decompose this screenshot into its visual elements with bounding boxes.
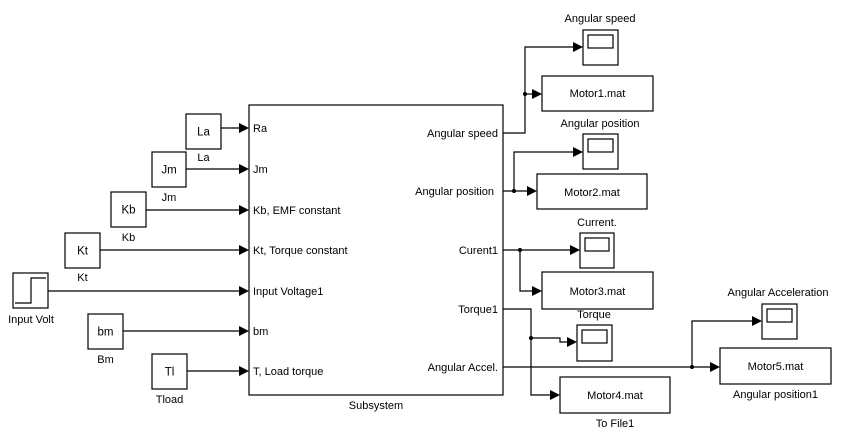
step-icon [15, 277, 46, 304]
scope-screen-icon [766, 308, 793, 323]
constant-value: bm [98, 327, 114, 339]
step-block-input-volt[interactable]: Input Volt [8, 272, 54, 326]
scope-screen-icon [584, 237, 610, 252]
input-port-input-voltage: Input Voltage1 [253, 286, 323, 298]
scope-screen-icon [587, 34, 614, 49]
block-label: Angular Acceleration [728, 287, 829, 299]
file-name: Motor2.mat [564, 187, 620, 199]
subsystem-block[interactable]: Subsystem Ra Jm Kb, EMF constant Kt, Tor… [248, 104, 504, 412]
input-port-load-torque: T, Load torque [253, 366, 323, 378]
block-label: Angular position [561, 118, 640, 130]
wires-torque [503, 308, 577, 400]
scope-angular-speed[interactable]: Angular speed [565, 13, 636, 66]
block-label: Tload [156, 394, 184, 406]
block-label: La [197, 152, 210, 164]
constant-value: Tl [165, 367, 175, 379]
scope-angular-position[interactable]: Angular position [561, 118, 640, 170]
block-label: Angular speed [565, 13, 636, 25]
to-file-motor3[interactable]: Motor3.mat [541, 271, 654, 310]
wires-angular-position [503, 147, 583, 196]
constant-value: Kt [77, 246, 89, 258]
block-label: Current. [577, 217, 617, 229]
input-port-jm: Jm [253, 164, 268, 176]
wires-angular-accel [503, 316, 762, 372]
output-port-angular-speed: Angular speed [427, 128, 498, 140]
block-label: Torque [577, 309, 611, 321]
to-file-motor2[interactable]: Motor2.mat [536, 173, 648, 210]
file-name: Motor5.mat [748, 361, 804, 373]
block-label: Jm [162, 192, 177, 204]
constant-block-la[interactable]: La La [185, 113, 222, 164]
output-port-angular-accel: Angular Accel. [428, 362, 498, 374]
scope-angular-acceleration[interactable]: Angular Acceleration [728, 287, 829, 340]
to-file-motor1[interactable]: Motor1.mat [541, 75, 654, 112]
block-label: Input Volt [8, 314, 54, 326]
input-wires [48, 123, 249, 376]
to-file-motor4[interactable]: Motor4.mat To File1 [559, 376, 671, 430]
input-port-kb: Kb, EMF constant [253, 205, 340, 217]
file-name: Motor1.mat [570, 88, 626, 100]
input-port-ra: Ra [253, 123, 268, 135]
file-name: Motor3.mat [570, 286, 626, 298]
constant-value: La [197, 127, 210, 139]
constant-value: Kb [121, 205, 135, 217]
scope-current[interactable]: Current. [577, 217, 617, 269]
block-label: Angular position1 [733, 389, 818, 401]
input-port-kt: Kt, Torque constant [253, 245, 348, 257]
subsystem-label: Subsystem [349, 400, 403, 412]
output-port-angular-position: Angular position [415, 186, 494, 198]
output-port-torque: Torque1 [458, 304, 498, 316]
input-port-bm: bm [253, 326, 268, 338]
constant-block-bm[interactable]: bm Bm [87, 313, 124, 366]
wires-angular-speed [503, 42, 583, 134]
output-port-current: Curent1 [459, 245, 498, 257]
wires-current [503, 245, 580, 296]
block-label: To File1 [596, 418, 635, 430]
constant-block-kb[interactable]: Kb Kb [110, 191, 147, 244]
block-label: Kb [122, 232, 135, 244]
scope-screen-icon [587, 138, 614, 153]
scope-torque[interactable]: Torque [576, 309, 613, 362]
scope-screen-icon [581, 329, 608, 344]
file-name: Motor4.mat [587, 390, 643, 402]
to-file-motor5[interactable]: Motor5.mat Angular position1 [719, 347, 832, 401]
constant-block-tl[interactable]: Tl Tload [151, 353, 188, 406]
constant-value: Jm [161, 165, 176, 177]
block-label: Bm [97, 354, 114, 366]
constant-block-jm[interactable]: Jm Jm [151, 151, 187, 204]
block-label: Kt [77, 272, 87, 284]
constant-block-kt[interactable]: Kt Kt [64, 232, 101, 284]
